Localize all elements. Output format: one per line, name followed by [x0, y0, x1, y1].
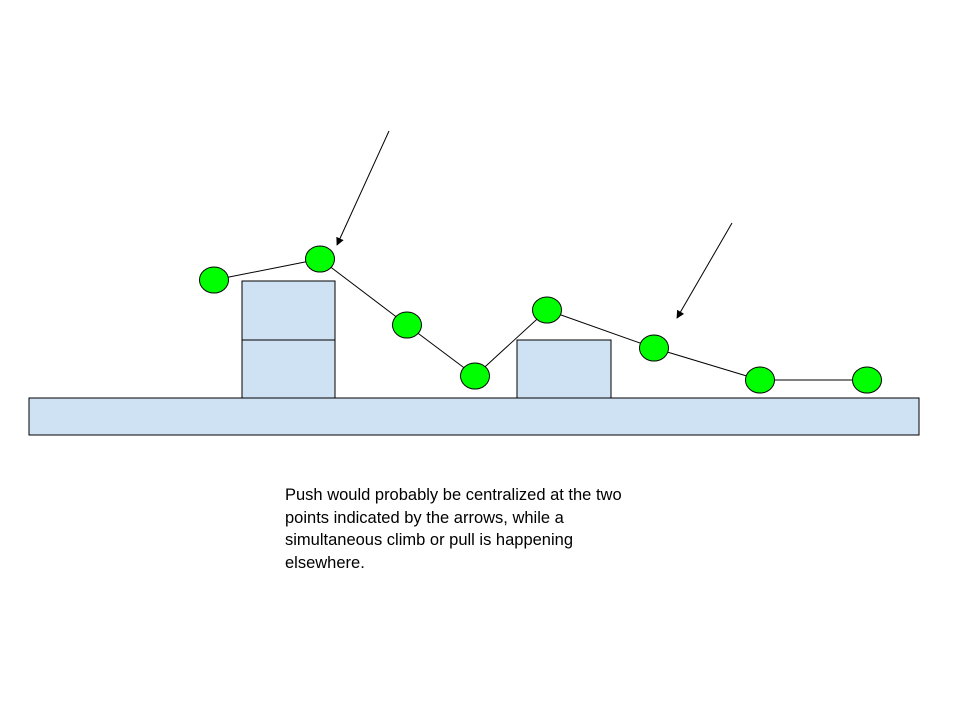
push-arrow-left	[336, 130, 390, 246]
chain-node	[745, 366, 775, 394]
push-arrow-right	[676, 222, 733, 319]
chain-node	[305, 245, 335, 273]
chain-link	[474, 309, 548, 377]
chain-link	[213, 258, 321, 281]
chain-link	[319, 258, 408, 326]
chain-node	[460, 362, 490, 390]
chain-node	[392, 311, 422, 339]
left-block-upper	[241, 280, 336, 341]
middle-block	[516, 339, 612, 399]
chain-node	[532, 296, 562, 324]
chain-node	[639, 334, 669, 362]
caption-text: Push would probably be centralized at th…	[285, 486, 622, 572]
chain-node	[199, 266, 229, 294]
chain-link	[653, 347, 761, 381]
ground-platform	[28, 397, 920, 436]
chain-link	[546, 309, 655, 349]
chain-nodes	[199, 245, 882, 394]
chain-node	[852, 366, 882, 394]
left-block-lower	[241, 339, 336, 399]
